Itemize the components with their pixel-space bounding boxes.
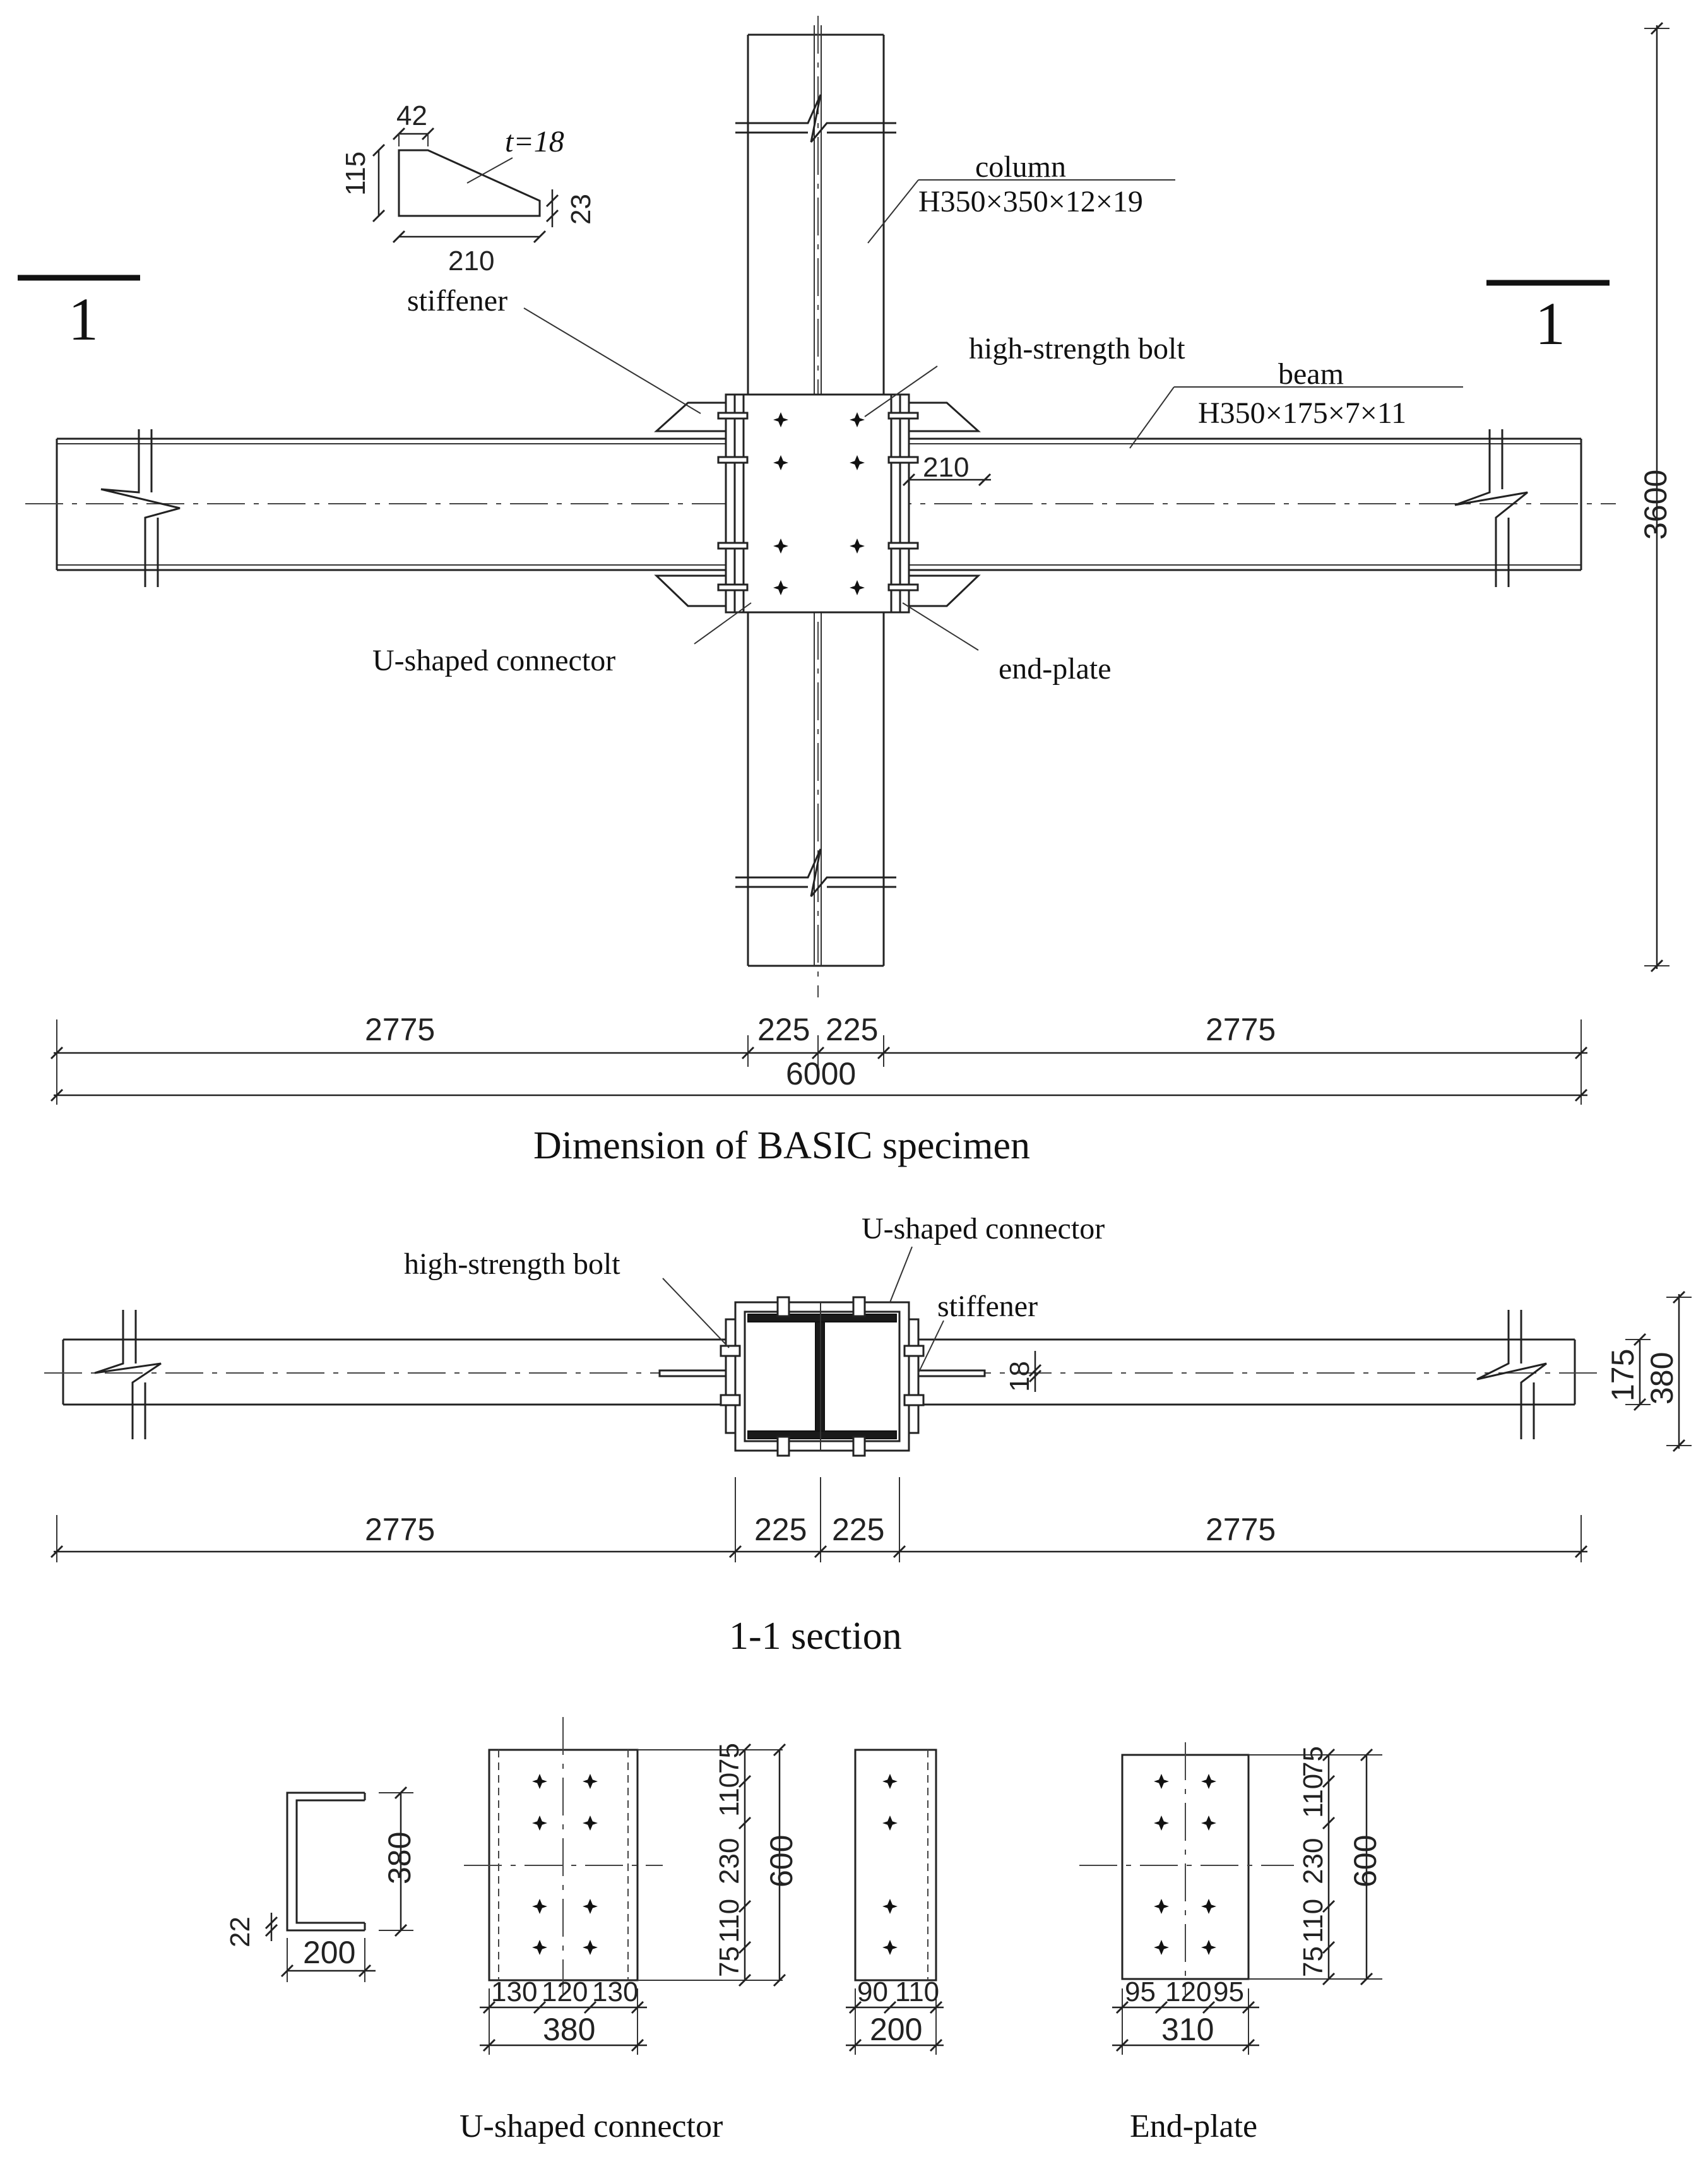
- elevation-caption: Dimension of BASIC specimen: [533, 1124, 1030, 1167]
- plate-v-230: 230: [714, 1838, 745, 1884]
- elevation-labels: column H350×350×12×19 stiffener high-str…: [372, 150, 1463, 686]
- endplate-h2: 120: [1165, 1976, 1211, 2007]
- flange-width: 200: [870, 2012, 922, 2047]
- stiffener-bottom-left: [654, 574, 727, 607]
- section-stiffener-thickness: 18: [1004, 1361, 1035, 1392]
- dim-half-right: 225: [826, 1012, 878, 1047]
- connector-caption: U-shaped connector: [460, 2108, 723, 2144]
- connector-plate: 75 110 230 110 75 600 130 120 130 380: [464, 1717, 799, 2055]
- stiffener-height-dim: 115: [340, 152, 371, 196]
- u-shaped-connector: [725, 393, 910, 614]
- section-bolt-label: high-strength bolt: [404, 1247, 620, 1281]
- endplate-h1: 95: [1125, 1976, 1156, 2007]
- dim-total: 6000: [786, 1056, 856, 1091]
- section-dim-left: 2775: [365, 1512, 435, 1547]
- connector-flange-bolts: [882, 1774, 898, 1955]
- section-horizontal-dims: 2775 225 225 2775: [50, 1477, 1588, 1562]
- section-labels: U-shaped connector high-strength bolt st…: [404, 1212, 1105, 1374]
- u-profile-width: 200: [303, 1935, 355, 1970]
- section-dim-half-right: 225: [832, 1512, 884, 1547]
- plate-h1: 130: [491, 1976, 537, 2007]
- beam-section-label: H350×175×7×11: [1198, 396, 1406, 430]
- endplate-detail: 75 110 230 110 75 600 95 120 95 310 End-…: [1079, 1742, 1383, 2144]
- plate-h3: 130: [592, 1976, 638, 2007]
- dim-right: 2775: [1206, 1012, 1276, 1047]
- cut-mark-left: 1: [68, 285, 98, 353]
- end-plate-left: [725, 393, 736, 614]
- section-beam-width: 175: [1605, 1349, 1640, 1401]
- flange-h1: 90: [857, 1976, 888, 2007]
- plate-total-height: 600: [764, 1835, 799, 1887]
- plate-v-75: 75: [714, 1743, 745, 1774]
- stiffener-label: stiffener: [407, 284, 507, 318]
- offset-dimension: 210: [902, 452, 992, 487]
- stiffener-top-left: [654, 401, 727, 432]
- dim-half-left: 225: [757, 1012, 810, 1047]
- endplate-v-75b: 75: [1298, 1946, 1329, 1977]
- flange-h2: 110: [895, 1976, 939, 2007]
- stiffener-top-dim: 42: [396, 100, 427, 131]
- section-joint: [658, 1296, 986, 1457]
- elevation-view: 42 t=18 115 23 210 1 1 column H350×350×1…: [18, 16, 1673, 1167]
- section-overall-height: 380: [1644, 1352, 1680, 1405]
- connector-flange-right: [890, 393, 901, 614]
- plate-v-75b: 75: [714, 1946, 745, 1977]
- connector-flange-left: [733, 393, 745, 614]
- connector-detail: 380 22 200: [225, 1717, 944, 2144]
- endplate-v-110a: 110: [1298, 1774, 1329, 1818]
- section-dim-half-left: 225: [754, 1512, 807, 1547]
- section-vertical-dims: 18 175 380: [1004, 1290, 1692, 1453]
- plate-v-110b: 110: [714, 1899, 745, 1943]
- section-stiffener-label: stiffener: [937, 1290, 1038, 1323]
- section-stiffener-right: [917, 1369, 986, 1377]
- stiffener-thickness: t=18: [505, 125, 564, 158]
- section-stiffener-left: [658, 1369, 727, 1377]
- cut-mark-right: 1: [1535, 290, 1565, 357]
- column-section-label: H350×350×12×19: [918, 185, 1143, 218]
- endplate-v-110b: 110: [1298, 1899, 1329, 1943]
- height-dim: 3600: [1638, 470, 1673, 540]
- endplate-v-230: 230: [1298, 1838, 1329, 1884]
- connector-plate-bolts: [532, 1774, 598, 1955]
- endplate-v-75: 75: [1298, 1746, 1329, 1777]
- endplate-caption: End-plate: [1130, 2108, 1257, 2144]
- bolt-heads: [717, 412, 919, 591]
- bolt-label: high-strength bolt: [969, 332, 1185, 365]
- dim-left: 2775: [365, 1012, 435, 1047]
- u-profile-height: 380: [382, 1832, 417, 1884]
- section-view: U-shaped connector high-strength bolt st…: [44, 1212, 1692, 1658]
- endplate-label: end-plate: [999, 652, 1112, 686]
- offset-dim: 210: [923, 452, 969, 483]
- stiffener-edge-dim: 23: [566, 194, 596, 225]
- beam-label: beam: [1278, 357, 1344, 391]
- section-cut-marks: 1 1: [18, 275, 1610, 357]
- endplate-width: 310: [1161, 2012, 1214, 2047]
- endplate-total-height: 600: [1348, 1835, 1383, 1887]
- end-plate-right: [899, 393, 910, 614]
- connector-flange: 90 110 200: [846, 1749, 944, 2055]
- u-profile-thickness: 22: [225, 1916, 256, 1947]
- stiffener-bottom-right: [908, 574, 981, 607]
- endplate-h3: 95: [1213, 1976, 1244, 2007]
- section-dim-right: 2775: [1206, 1512, 1276, 1547]
- plate-h2: 120: [542, 1976, 588, 2007]
- joint-assembly: [654, 393, 981, 614]
- section-caption: 1-1 section: [729, 1615, 902, 1658]
- stiffener-detail: 42 t=18 115 23 210: [340, 100, 596, 276]
- section-connector-label: U-shaped connector: [862, 1212, 1105, 1245]
- u-profile: 380 22 200: [225, 1786, 417, 1982]
- column-label: column: [975, 150, 1066, 184]
- stiffener-length-dim: 210: [448, 246, 494, 276]
- plate-v-110a: 110: [714, 1773, 745, 1817]
- height-dimension: 3600: [1638, 21, 1673, 973]
- stiffener-top-right: [908, 401, 981, 432]
- plate-width: 380: [543, 2012, 595, 2047]
- elevation-dimensions: 2775 225 225 2775 6000: [50, 1012, 1588, 1105]
- connector-label: U-shaped connector: [372, 644, 615, 677]
